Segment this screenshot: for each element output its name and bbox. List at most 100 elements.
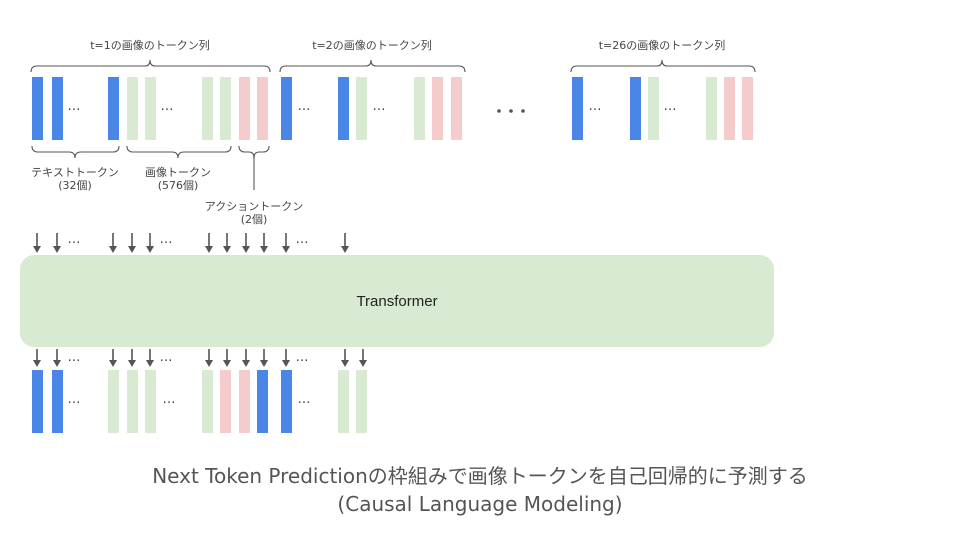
action-token — [451, 77, 462, 140]
text-token — [338, 77, 349, 140]
ellipsis: … — [159, 232, 173, 247]
output-arrows — [33, 349, 367, 367]
caption-line-1: Next Token Predictionの枠組みで画像トークンを自己回帰的に予… — [152, 464, 808, 488]
text-token — [572, 77, 583, 140]
ellipsis: … — [295, 232, 309, 247]
image-token — [145, 77, 156, 140]
text-token — [281, 77, 292, 140]
ellipsis: … — [295, 350, 309, 365]
text-token — [108, 77, 119, 140]
text-tokens-brace — [31, 145, 120, 159]
big-ellipsis-dot — [497, 109, 501, 113]
ellipsis: … — [67, 232, 81, 247]
output-arrow-head — [359, 360, 367, 367]
output-arrow-head — [146, 360, 154, 367]
group-label-t1: t=1の画像のトークン列 — [90, 39, 210, 52]
image-token — [414, 77, 425, 140]
text-token — [630, 77, 641, 140]
ellipsis: … — [663, 99, 677, 114]
image-tokens-count: (576個) — [157, 178, 199, 192]
image-token — [356, 370, 367, 433]
text-token — [32, 370, 43, 433]
action-token — [257, 77, 268, 140]
caption: Next Token Predictionの枠組みで画像トークンを自己回帰的に予… — [0, 462, 960, 518]
input-arrow-head — [53, 246, 61, 253]
input-arrow-head — [223, 246, 231, 253]
transformer-label: Transformer — [356, 292, 438, 310]
image-token — [202, 77, 213, 140]
action-token — [432, 77, 443, 140]
action-tokens-label: アクショントークン (2個) — [199, 200, 309, 226]
input-arrow-head — [109, 246, 117, 253]
transformer-block: Transformer — [20, 255, 774, 347]
caption-line-2: (Causal Language Modeling) — [337, 492, 623, 516]
text-token — [257, 370, 268, 433]
text-tokens-label: テキストトークン (32個) — [20, 166, 130, 192]
action-token — [742, 77, 753, 140]
image-token — [648, 77, 659, 140]
image-token — [706, 77, 717, 140]
action-tokens-count: (2個) — [240, 212, 268, 226]
output-arrow-head — [109, 360, 117, 367]
group-brace — [570, 59, 756, 73]
output-arrow-head — [53, 360, 61, 367]
action-token — [239, 370, 250, 433]
image-token — [127, 370, 138, 433]
output-arrow-head — [242, 360, 250, 367]
big-ellipsis-dot — [509, 109, 513, 113]
text-tokens-count: (32個) — [58, 178, 92, 192]
ellipsis: … — [297, 392, 311, 407]
output-arrow-head — [223, 360, 231, 367]
image-tokens-name: 画像トークン — [145, 166, 211, 179]
ellipsis: … — [372, 99, 386, 114]
input-arrow-head — [128, 246, 136, 253]
action-tokens-brace — [238, 145, 270, 159]
ellipsis: … — [159, 350, 173, 365]
image-tokens-brace — [126, 145, 232, 159]
text-token — [32, 77, 43, 140]
group-brace — [279, 59, 466, 73]
text-token — [52, 77, 63, 140]
output-arrow-head — [282, 360, 290, 367]
ellipsis: … — [67, 392, 81, 407]
input-arrows — [33, 233, 349, 253]
ellipsis: … — [588, 99, 602, 114]
input-arrow-head — [341, 246, 349, 253]
image-tokens-label: 画像トークン (576個) — [128, 166, 228, 192]
input-arrow-head — [282, 246, 290, 253]
output-arrow-head — [205, 360, 213, 367]
action-token — [220, 370, 231, 433]
action-tokens-name: アクショントークン — [204, 200, 304, 213]
image-token — [338, 370, 349, 433]
input-arrow-head — [146, 246, 154, 253]
input-arrow-head — [33, 246, 41, 253]
input-arrow-head — [242, 246, 250, 253]
output-arrow-head — [260, 360, 268, 367]
group-label-t2: t=2の画像のトークン列 — [312, 39, 432, 52]
group-label-t26: t=26の画像のトークン列 — [598, 39, 726, 52]
big-ellipsis-dot — [521, 109, 525, 113]
ellipsis: … — [297, 99, 311, 114]
text-token — [281, 370, 292, 433]
image-token — [202, 370, 213, 433]
ellipsis: … — [67, 99, 81, 114]
output-arrow-head — [341, 360, 349, 367]
action-token — [724, 77, 735, 140]
image-token — [145, 370, 156, 433]
output-arrow-head — [33, 360, 41, 367]
text-tokens-name: テキストトークン — [31, 166, 119, 179]
ellipsis: … — [162, 392, 176, 407]
ellipsis: … — [67, 350, 81, 365]
image-token — [127, 77, 138, 140]
input-arrow-head — [205, 246, 213, 253]
image-token — [356, 77, 367, 140]
image-token — [108, 370, 119, 433]
output-arrow-head — [128, 360, 136, 367]
ellipsis: … — [160, 99, 174, 114]
input-arrow-head — [260, 246, 268, 253]
action-token — [239, 77, 250, 140]
group-brace — [30, 59, 271, 73]
text-token — [52, 370, 63, 433]
